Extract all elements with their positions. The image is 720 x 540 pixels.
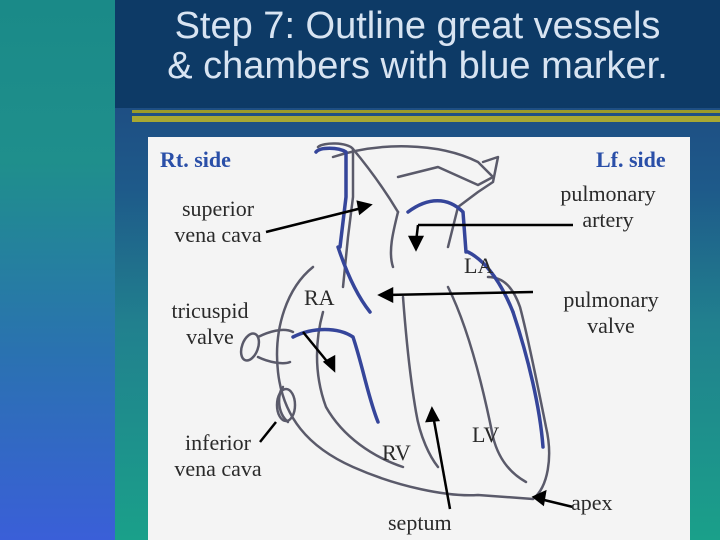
pulmonary-valve-label: pulmonary valve xyxy=(546,287,676,339)
arrow-superior-vena-cava xyxy=(265,205,367,234)
arrow-apex xyxy=(539,497,574,509)
blue-outline-left-ventricle xyxy=(511,310,545,449)
lv-label: LV xyxy=(472,422,500,447)
arrowhead-superior-vena-cava xyxy=(356,200,373,216)
inferior-vena-cava-label: inferior vena cava xyxy=(156,430,280,482)
tricuspid-valve-label-line-1: tricuspid xyxy=(171,298,249,323)
tricuspid-valve-label: tricuspid valve xyxy=(150,298,270,350)
inferior-vena-cava-opening xyxy=(275,387,297,423)
aorta-outline xyxy=(351,147,400,214)
title-line-1: Step 7: Outline great vessels xyxy=(174,5,661,47)
arrow-tricuspid-valve xyxy=(302,331,331,366)
tricuspid-valve-label-line-2: valve xyxy=(186,324,234,349)
arrowhead-ra xyxy=(377,286,394,304)
superior-vena-cava-label-line-1: superior xyxy=(181,196,255,221)
superior-vena-cava-label-line-2: vena cava xyxy=(174,222,262,247)
septum-wall xyxy=(401,295,440,469)
blue-outline-right-ventricle xyxy=(291,327,380,424)
rt-side-label: Rt. side xyxy=(160,147,231,172)
pulmonary-artery-label: pulmonary artery xyxy=(543,181,673,233)
rv-label: RV xyxy=(382,440,411,465)
superior-vena-cava-outline xyxy=(316,142,355,289)
arrowhead-septum xyxy=(425,406,441,423)
lf-side-label: Lf. side xyxy=(596,147,666,172)
blue-outline-pulmonary-artery xyxy=(406,199,468,254)
right-atrium-vessel xyxy=(256,328,295,339)
pulmonary-valve-label-line-1: pulmonary xyxy=(563,287,659,312)
blue-outline-left-atrium xyxy=(466,250,515,314)
pulmonary-artery-label-line-2: artery xyxy=(582,207,634,232)
superior-vena-cava-label: superior vena cava xyxy=(158,196,278,248)
la-label: LA xyxy=(464,253,494,278)
title-rule-top xyxy=(132,110,720,113)
right-atrium-lower-vessel xyxy=(256,355,292,365)
left-vessel-opening xyxy=(239,332,261,362)
pulmonary-artery-branches xyxy=(446,155,500,249)
arrowhead-apex xyxy=(531,489,547,507)
title-line-2: & chambers with blue marker. xyxy=(167,45,668,87)
heart-diagram-panel: Rt. side Lf. side superior vena cava pul… xyxy=(148,137,690,540)
inferior-vena-cava-outline xyxy=(277,385,290,424)
arrowhead-tricuspid-valve xyxy=(322,354,336,373)
ra-label: RA xyxy=(304,285,335,310)
arrow-inferior-vena-cava xyxy=(259,421,277,443)
aortic-arch-outline xyxy=(331,145,495,187)
right-ventricle-inner-wall xyxy=(315,310,405,469)
inferior-vena-cava-label-line-2: vena cava xyxy=(174,456,262,481)
arrow-septum xyxy=(431,414,452,510)
slide-title: Step 7: Outline great vessels & chambers… xyxy=(115,6,720,86)
pulmonary-valve-label-line-2: valve xyxy=(587,313,635,338)
pulmonary-artery-label-line-1: pulmonary xyxy=(560,181,656,206)
inferior-vena-cava-label-line-1: inferior xyxy=(185,430,251,455)
left-ventricle-inner-wall xyxy=(446,285,528,484)
arrow-ra xyxy=(385,290,534,297)
apex-label: apex xyxy=(571,490,613,515)
blue-outline-superior-vena-cava xyxy=(314,146,348,249)
title-band xyxy=(115,0,720,108)
left-gradient-band xyxy=(0,0,115,540)
blue-outline-right-atrium xyxy=(336,245,372,314)
heart-drawing xyxy=(239,142,574,510)
heart-outer-outline xyxy=(275,265,551,501)
septum-label: septum xyxy=(388,510,452,535)
title-rule-bottom xyxy=(132,116,720,122)
pulmonary-trunk-outline xyxy=(389,210,400,269)
arrowhead-pulmonary-artery xyxy=(407,235,425,252)
